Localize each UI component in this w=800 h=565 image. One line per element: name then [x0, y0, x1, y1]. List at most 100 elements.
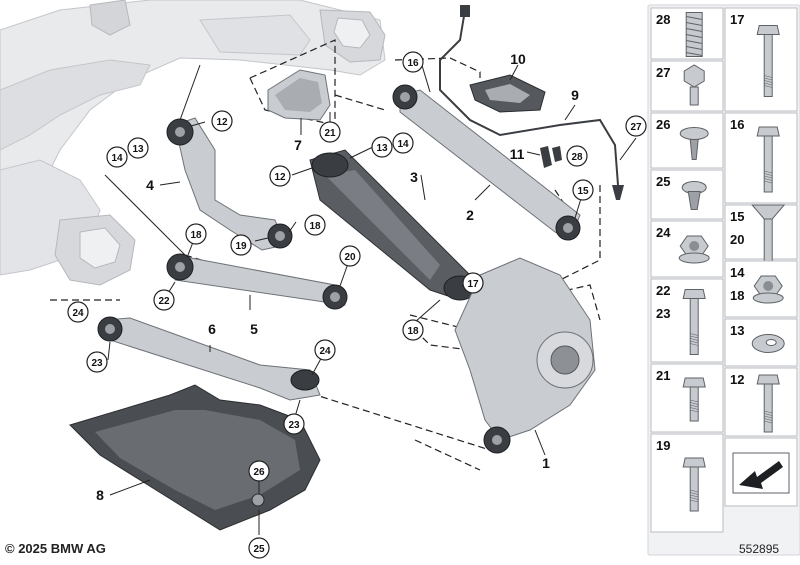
- fastener-label: 20: [730, 232, 744, 247]
- fastener-cell-25: 25: [650, 169, 724, 220]
- callout-c23a: 23: [86, 351, 108, 373]
- callout-label: 25: [253, 544, 265, 555]
- fastener-cell-26: 26: [650, 112, 724, 169]
- callout-c25: 25: [248, 537, 270, 559]
- callout-c23b: 23: [283, 413, 305, 435]
- callout-c17: 17: [462, 272, 484, 294]
- callout-c13a: 13: [127, 137, 149, 159]
- callout-label: 12: [274, 172, 286, 183]
- wheel-carrier: [454, 257, 596, 454]
- fastener-label: 25: [656, 174, 670, 189]
- callout-c24a: 24: [67, 301, 89, 323]
- fastener-cell-24: 24: [650, 220, 724, 278]
- callout-label: 27: [630, 122, 642, 133]
- part-number-p11: 11: [510, 146, 525, 162]
- hex-bolt-short-icon: [682, 377, 706, 422]
- callout-c13b: 13: [371, 136, 393, 158]
- callout-label: 26: [253, 467, 265, 478]
- flange-bolt-icon: [756, 126, 780, 193]
- diagram-id: 552895: [739, 542, 779, 556]
- fastener-label: 12: [730, 372, 744, 387]
- callout-c12b: 12: [269, 165, 291, 187]
- fastener-label: 15: [730, 209, 744, 224]
- fastener-label: 24: [656, 225, 671, 240]
- fastener-label: 19: [656, 438, 670, 453]
- part-number-p2: 2: [466, 207, 474, 223]
- wheel-speed-sensor-cable: [439, 5, 624, 200]
- callout-c24b: 24: [314, 339, 336, 361]
- fastener-cell-13: 13: [724, 318, 798, 367]
- callout-label: 21: [324, 128, 336, 139]
- part-number-p1: 1: [542, 455, 550, 471]
- callout-label: 18: [190, 230, 202, 241]
- part-number-p7: 7: [294, 137, 302, 153]
- callout-label: 24: [319, 346, 331, 357]
- hex-nut-icon: [752, 275, 784, 304]
- callout-c14b: 14: [392, 132, 414, 154]
- wishbone-arm: [166, 117, 293, 251]
- copyright-text: © 2025 BMW AG: [5, 541, 106, 556]
- fastener-label: 23: [656, 306, 670, 321]
- callout-label: 18: [407, 326, 419, 337]
- callout-label: 13: [132, 144, 144, 155]
- sensor-bracket: [469, 74, 546, 113]
- hex-collar-nut-icon: [678, 235, 710, 264]
- callout-c18b: 18: [185, 223, 207, 245]
- fastener-cell-16: 16: [724, 112, 798, 204]
- toe-link: [166, 253, 348, 310]
- hex-bolt-long-icon: [682, 289, 706, 355]
- mounting-bracket: [267, 69, 331, 121]
- callout-label: 22: [158, 296, 170, 307]
- fastener-cell-21: 21: [650, 363, 724, 433]
- callout-label: 14: [111, 153, 123, 164]
- part-number-p10: 10: [510, 51, 526, 67]
- eccentric-washer-icon: [751, 334, 785, 353]
- arrow-return-icon: [732, 452, 790, 494]
- fastener-cell-28: 28: [650, 7, 724, 60]
- callout-c20: 20: [339, 245, 361, 267]
- hex-bolt-longest-icon: [756, 25, 780, 97]
- callout-label: 23: [288, 420, 300, 431]
- fastener-label: 13: [730, 323, 744, 338]
- callout-label: 19: [235, 241, 247, 252]
- part-number-p5: 5: [250, 321, 258, 337]
- part-number-p9: 9: [571, 87, 579, 103]
- cable-clips: [540, 146, 562, 168]
- fastener-cell-27: 27: [650, 60, 724, 112]
- callout-label: 13: [376, 143, 388, 154]
- fastener-cell-12: 12: [724, 367, 798, 437]
- callout-label: 17: [467, 279, 479, 290]
- callout-label: 16: [407, 58, 419, 69]
- callout-c18a: 18: [304, 214, 326, 236]
- callout-c19: 19: [230, 234, 252, 256]
- rear-subframe: [0, 0, 386, 286]
- fastener-label: 26: [656, 117, 670, 132]
- fastener-label: 18: [730, 288, 744, 303]
- fastener-label: 17: [730, 12, 744, 27]
- callout-c15: 15: [572, 179, 594, 201]
- callout-label: 24: [72, 308, 84, 319]
- part-number-p8: 8: [96, 487, 104, 503]
- part-number-p6: 6: [208, 321, 216, 337]
- part-number-p4: 4: [146, 177, 154, 193]
- lower-arm: [97, 316, 321, 401]
- callout-label: 14: [397, 139, 409, 150]
- callout-label: 12: [216, 117, 228, 128]
- callout-c22: 22: [153, 289, 175, 311]
- fastener-cell-arrow: [724, 437, 798, 507]
- callout-c18c: 18: [402, 319, 424, 341]
- callout-c27: 27: [625, 115, 647, 137]
- fastener-label: 21: [656, 368, 670, 383]
- leader-lines: [104, 61, 637, 535]
- part-number-p3: 3: [410, 169, 418, 185]
- callout-c26: 26: [248, 460, 270, 482]
- hex-collar-screw-icon: [683, 64, 705, 106]
- callout-label: 28: [571, 152, 583, 163]
- camber-arm: [309, 149, 477, 301]
- callout-label: 18: [309, 221, 321, 232]
